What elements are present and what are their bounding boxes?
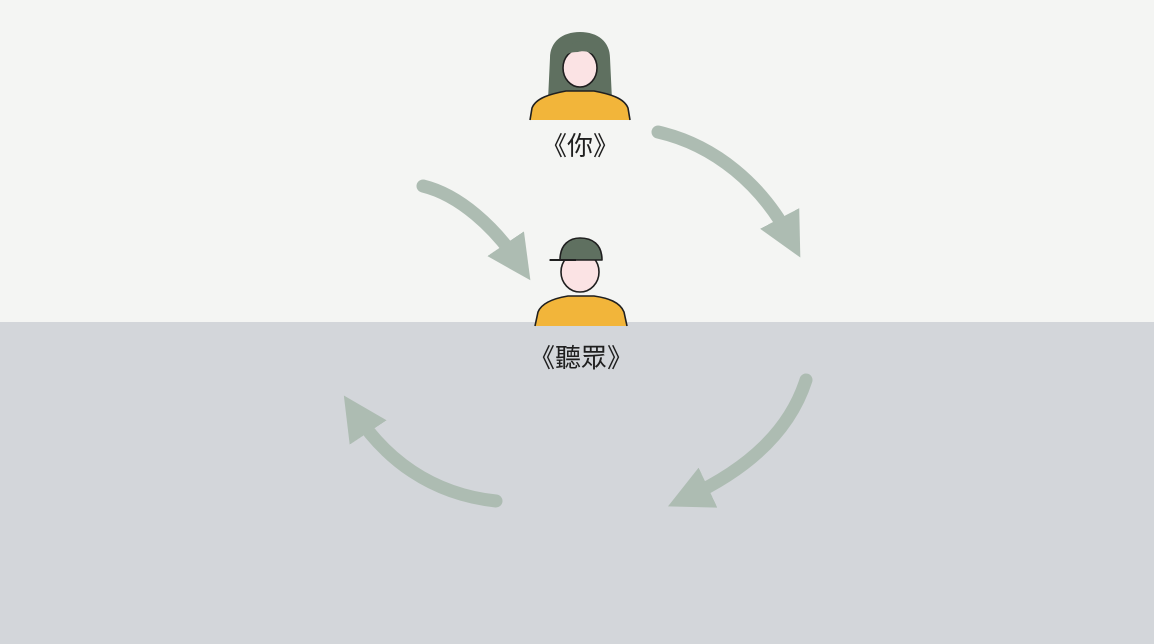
woman-avatar-icon bbox=[529, 32, 631, 121]
node-label-you: 《你》 bbox=[540, 132, 619, 162]
node-label-audience: 《聽眾》 bbox=[528, 344, 633, 374]
man-with-cap-avatar-icon bbox=[534, 237, 628, 327]
arrow-you-to-audience-right bbox=[651, 125, 801, 258]
arrow-you-to-audience-left bbox=[416, 179, 531, 281]
background-bottom bbox=[0, 322, 1154, 644]
arrow-audience-to-you-right bbox=[667, 373, 813, 508]
arrow-audience-to-you-left bbox=[343, 395, 503, 508]
